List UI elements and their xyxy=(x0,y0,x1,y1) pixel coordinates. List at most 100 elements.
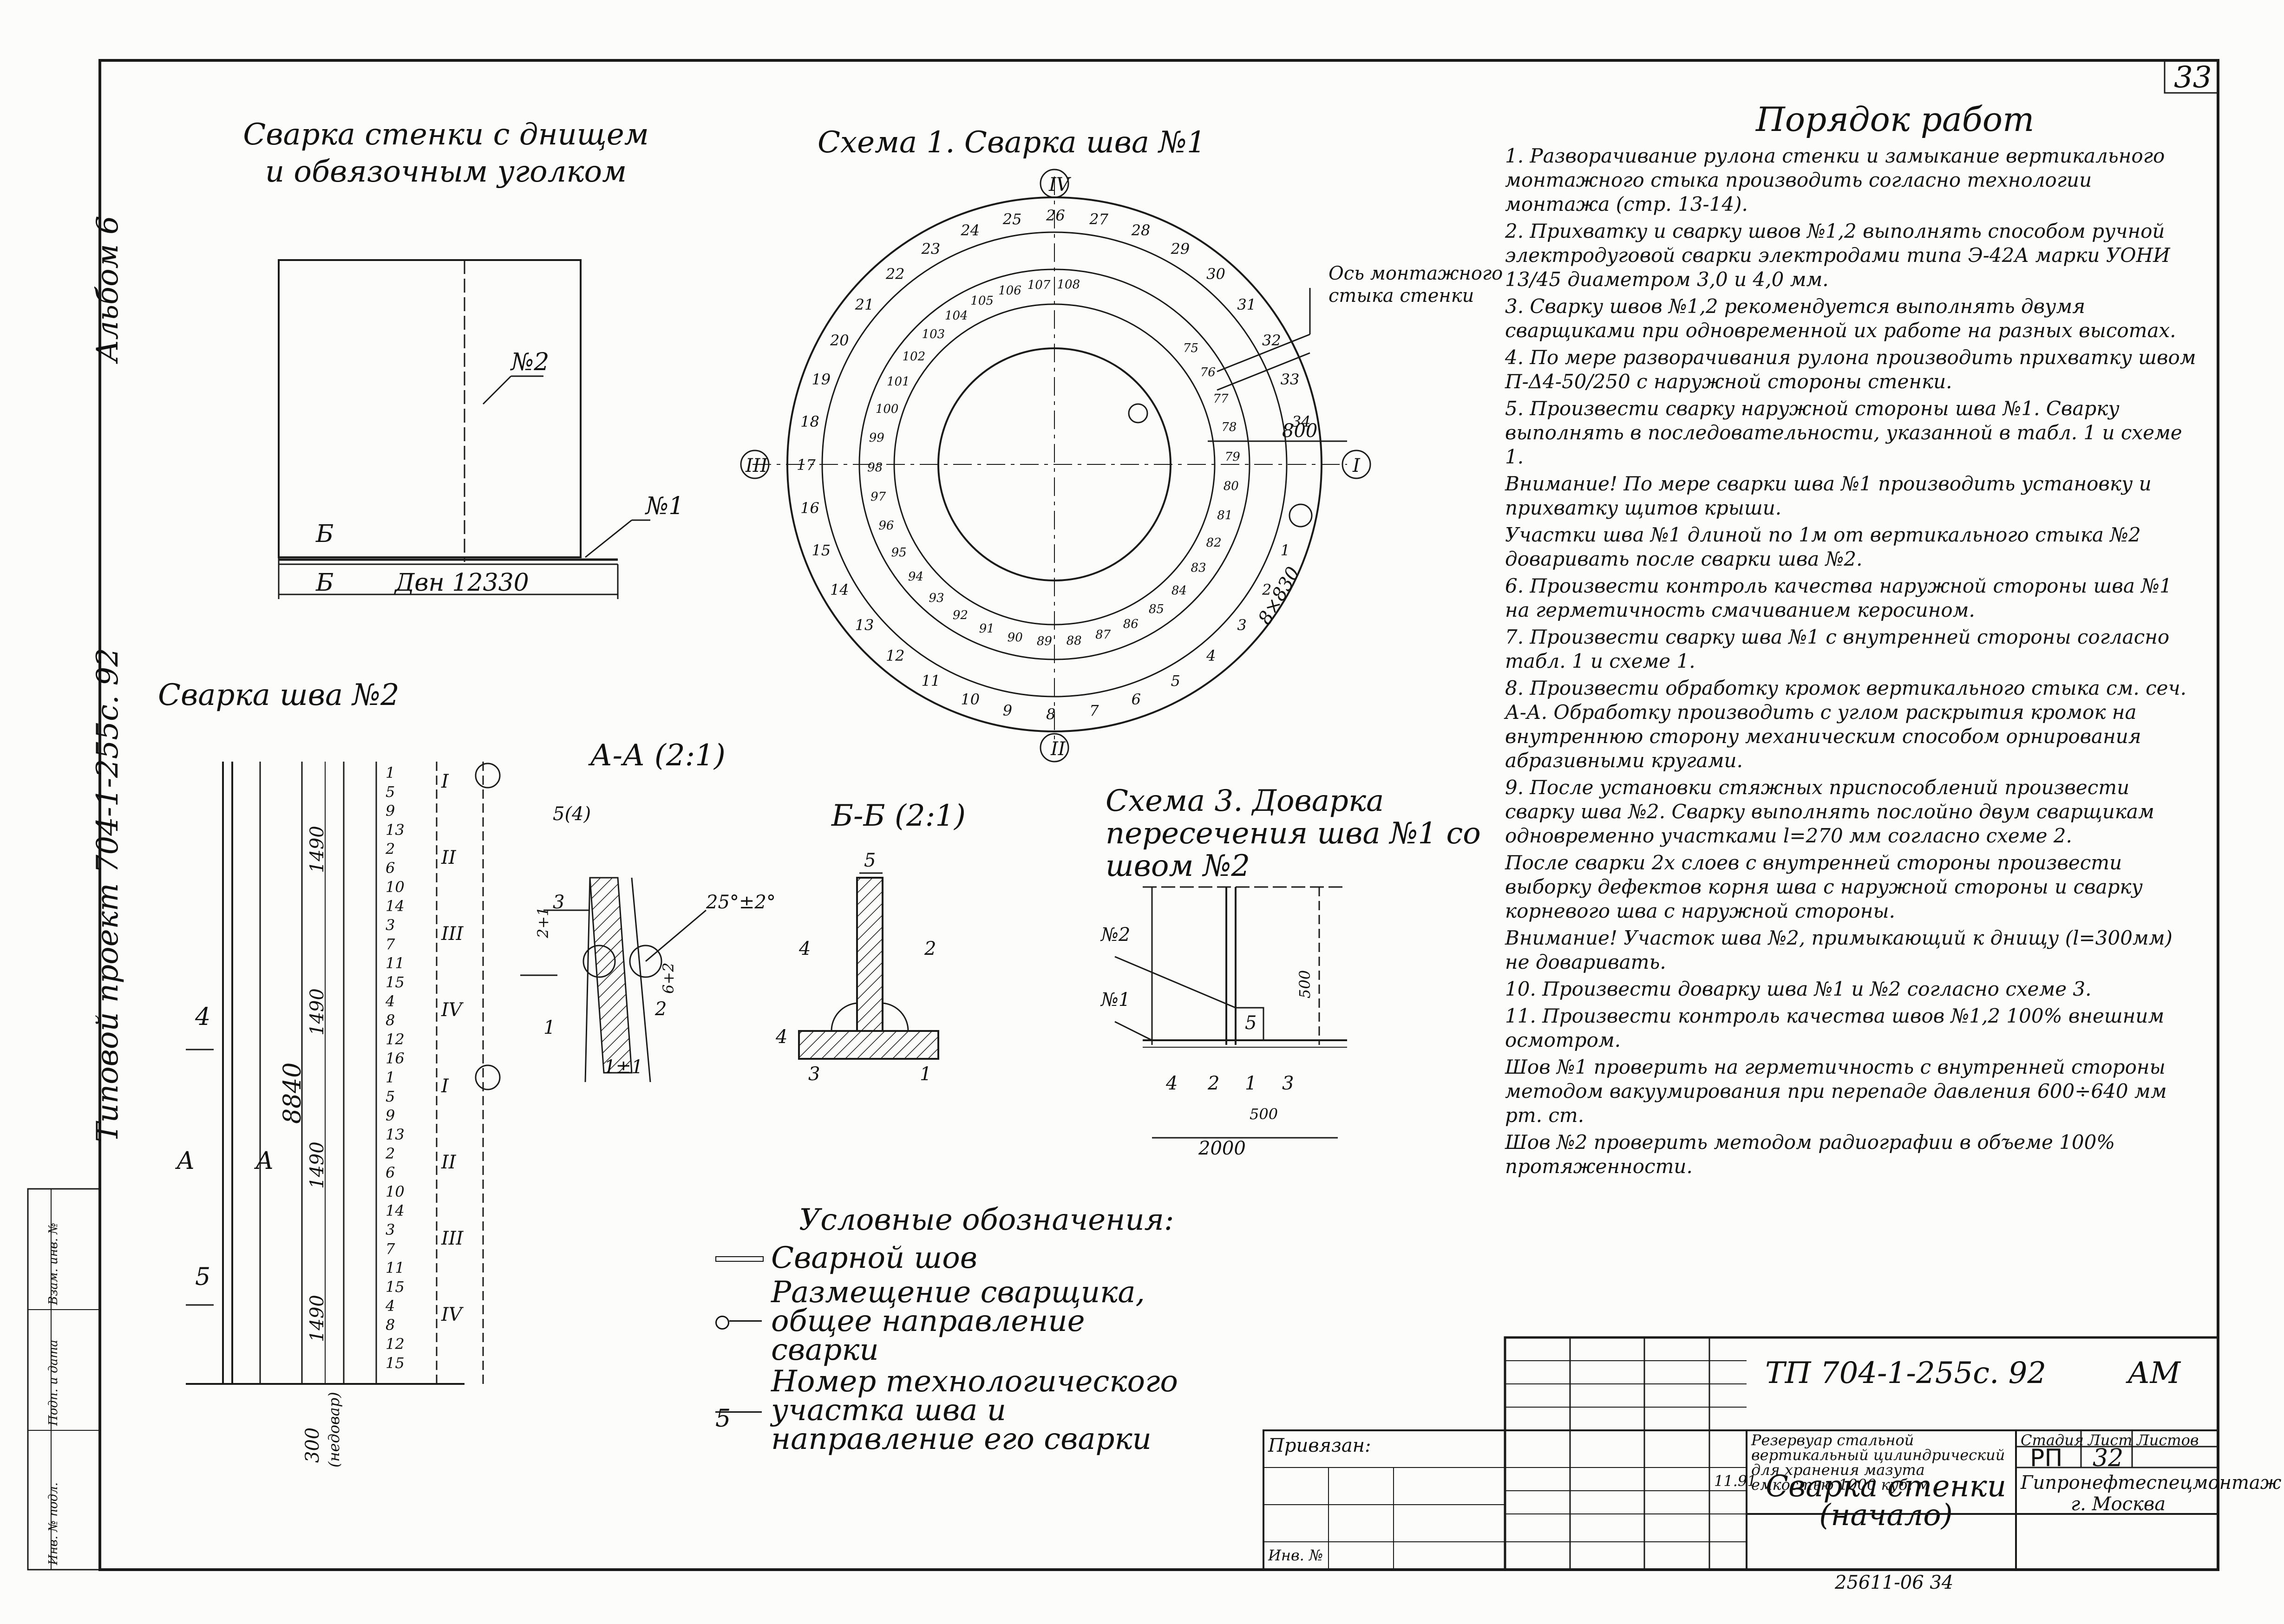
ring-segment-number: 87 xyxy=(1095,628,1111,642)
ring-segment-number: 26 xyxy=(1046,207,1065,224)
ring-segment-number: 5 xyxy=(1171,672,1180,690)
diameter-label: Двн 12330 xyxy=(395,569,529,597)
scheme1-title: Схема 1. Сварка шва №1 xyxy=(818,125,1206,160)
sheet-value: 32 xyxy=(2093,1444,2124,1472)
seam2-welder-number: IV xyxy=(441,999,462,1021)
work-order-note: 4. По мере разворачивания рулона произво… xyxy=(1505,346,2196,393)
ring-segment-number: 80 xyxy=(1223,479,1239,494)
sectionAA-label-6: 2 xyxy=(655,998,667,1020)
work-order-note: 3. Сварку швов №1,2 рекомендуется выполн… xyxy=(1505,295,2176,342)
scheme3-label-6: 1 xyxy=(1245,1073,1257,1094)
seam2-part-number: 10 xyxy=(386,878,405,896)
work-order-note: 10. Произвести доварку шва №1 и №2 согла… xyxy=(1505,978,2092,1000)
seam2-part-number: 3 xyxy=(386,1221,395,1239)
seam2-welder-number: II xyxy=(441,847,456,868)
work-order-note: Шов №2 проверить методом радиографии в о… xyxy=(1505,1131,2115,1178)
dim-4: 4 xyxy=(195,1003,211,1031)
ring-segment-number: 28 xyxy=(1131,222,1151,240)
ring-segment-number: 32 xyxy=(1262,331,1281,349)
legend: Условные обозначения: Сварной шов Размещ… xyxy=(715,1203,1189,1456)
work-order-title: Порядок работ xyxy=(1756,100,2035,139)
height-seg-4: 1490 xyxy=(307,1295,328,1342)
ring-segment-number: 18 xyxy=(800,412,819,430)
ring-segment-number: 106 xyxy=(998,284,1021,298)
doc-code: ТП 704-1-255с. 92 xyxy=(1765,1356,2047,1390)
seam2-part-number: 8 xyxy=(386,1316,395,1334)
ring-segment-number: 4 xyxy=(1206,647,1216,665)
ring-segment-number: 96 xyxy=(878,518,894,533)
sectionAA-label-7: 1±1 xyxy=(604,1057,643,1078)
scheme3-label-9: 2000 xyxy=(1198,1138,1246,1159)
seam2-welder-number: III xyxy=(441,923,464,945)
sectionBB-label-1: 4 xyxy=(799,938,811,959)
scheme3-label-7: 3 xyxy=(1282,1073,1294,1094)
stage-header: Стадия xyxy=(2021,1431,2084,1449)
work-order-note: Участки шва №1 длиной по 1м от вертикаль… xyxy=(1505,523,2141,570)
ring-segment-number: 104 xyxy=(944,308,968,323)
side-stamp-3: Взам. инв. № xyxy=(46,1222,60,1305)
ring-segment-number: 99 xyxy=(869,431,884,445)
seam2-part-number: 13 xyxy=(386,1126,405,1143)
work-order-note: 11. Произвести контроль качества швов №1… xyxy=(1505,1004,2165,1051)
ring-segment-number: 94 xyxy=(908,569,924,584)
sign-date: 11.91 xyxy=(1714,1472,1757,1490)
ring-segment-number: 16 xyxy=(800,499,819,517)
sheet-frame xyxy=(98,59,2219,1571)
ring-segment-number: 97 xyxy=(870,490,886,504)
sectionAA-label-0: 5(4) xyxy=(553,803,591,825)
ring-segment-number: 108 xyxy=(1057,277,1080,292)
scheme3-label-3: 5 xyxy=(1245,1012,1257,1034)
ring-segment-number: 84 xyxy=(1171,583,1187,598)
work-order-note: 5. Произвести сварку наружной стороны шв… xyxy=(1505,397,2182,468)
seam2-part-number: 8 xyxy=(386,1011,395,1029)
sectionBB-label-3: 4 xyxy=(776,1026,788,1048)
sectionAA-label-5: 1 xyxy=(543,1017,556,1038)
ring-segment-number: 15 xyxy=(812,541,831,559)
seam2-part-number: 15 xyxy=(386,973,405,991)
ring-segment-number: 85 xyxy=(1148,602,1164,617)
section-mark-top: Б xyxy=(316,520,334,548)
ring-segment-number: 13 xyxy=(855,616,874,634)
ring-segment-number: 20 xyxy=(830,331,849,349)
seam2-welder-number: III xyxy=(441,1228,464,1249)
seam2-part-number: 11 xyxy=(386,1259,405,1277)
wall-bottom-title: Сварка стенки с днищем и обвязочным угол… xyxy=(243,117,649,189)
wall-panel xyxy=(278,259,582,558)
sectionBB-label-4: 3 xyxy=(808,1063,820,1085)
doc-mark: АМ xyxy=(2127,1356,2180,1390)
sectionAA-label-3: 25°±2° xyxy=(706,892,776,913)
sectionAA-label-4: 6+2 xyxy=(660,962,677,994)
inv-label: Инв. № xyxy=(1268,1546,1323,1564)
ring-segment-number: 27 xyxy=(1089,210,1108,228)
legend-title: Условные обозначения: xyxy=(799,1203,1174,1237)
axis-III: III xyxy=(746,455,768,476)
seam2-part-number: 16 xyxy=(386,1050,405,1067)
sectionAA-label-2: 2+1 xyxy=(534,907,552,938)
height-seg-3: 1490 xyxy=(307,1141,328,1189)
ring-segment-number: 30 xyxy=(1206,265,1225,283)
work-order-notes: 1. Разворачивание рулона стенки и замыка… xyxy=(1505,144,2202,1181)
sectionBB-label-2: 2 xyxy=(924,938,936,959)
ring-segment-number: 11 xyxy=(921,672,941,690)
sectionBB-title: Б-Б (2:1) xyxy=(831,799,966,833)
drawing-name: Сварка стенки (начало) xyxy=(1765,1469,2007,1533)
work-order-note: 2. Прихватку и сварку швов №1,2 выполнят… xyxy=(1505,220,2170,291)
seam2-part-number: 9 xyxy=(386,1107,395,1124)
height-total: 8840 xyxy=(279,1062,307,1124)
seam2-part-number: 3 xyxy=(386,916,395,934)
ring-segment-number: 2 xyxy=(1262,580,1272,599)
seam2-part-number: 12 xyxy=(386,1335,405,1353)
scheme3-label-8: 500 xyxy=(1250,1105,1278,1123)
scheme1-dim-800: 800 xyxy=(1282,420,1318,442)
ring-segment-number: 34 xyxy=(1291,412,1311,430)
ring-segment-number: 93 xyxy=(929,591,944,605)
seam2-part-number: 15 xyxy=(386,1278,405,1296)
approved-label: Привязан: xyxy=(1268,1435,1371,1456)
ring-segment-number: 90 xyxy=(1007,630,1023,645)
ring-segment-number: 81 xyxy=(1217,508,1233,522)
axis-I: I xyxy=(1353,455,1360,476)
seam2-part-number: 1 xyxy=(386,764,395,782)
ring-segment-number: 107 xyxy=(1027,278,1051,293)
seam2-part-number: 14 xyxy=(386,1202,405,1220)
ring-segment-number: 92 xyxy=(952,608,968,623)
